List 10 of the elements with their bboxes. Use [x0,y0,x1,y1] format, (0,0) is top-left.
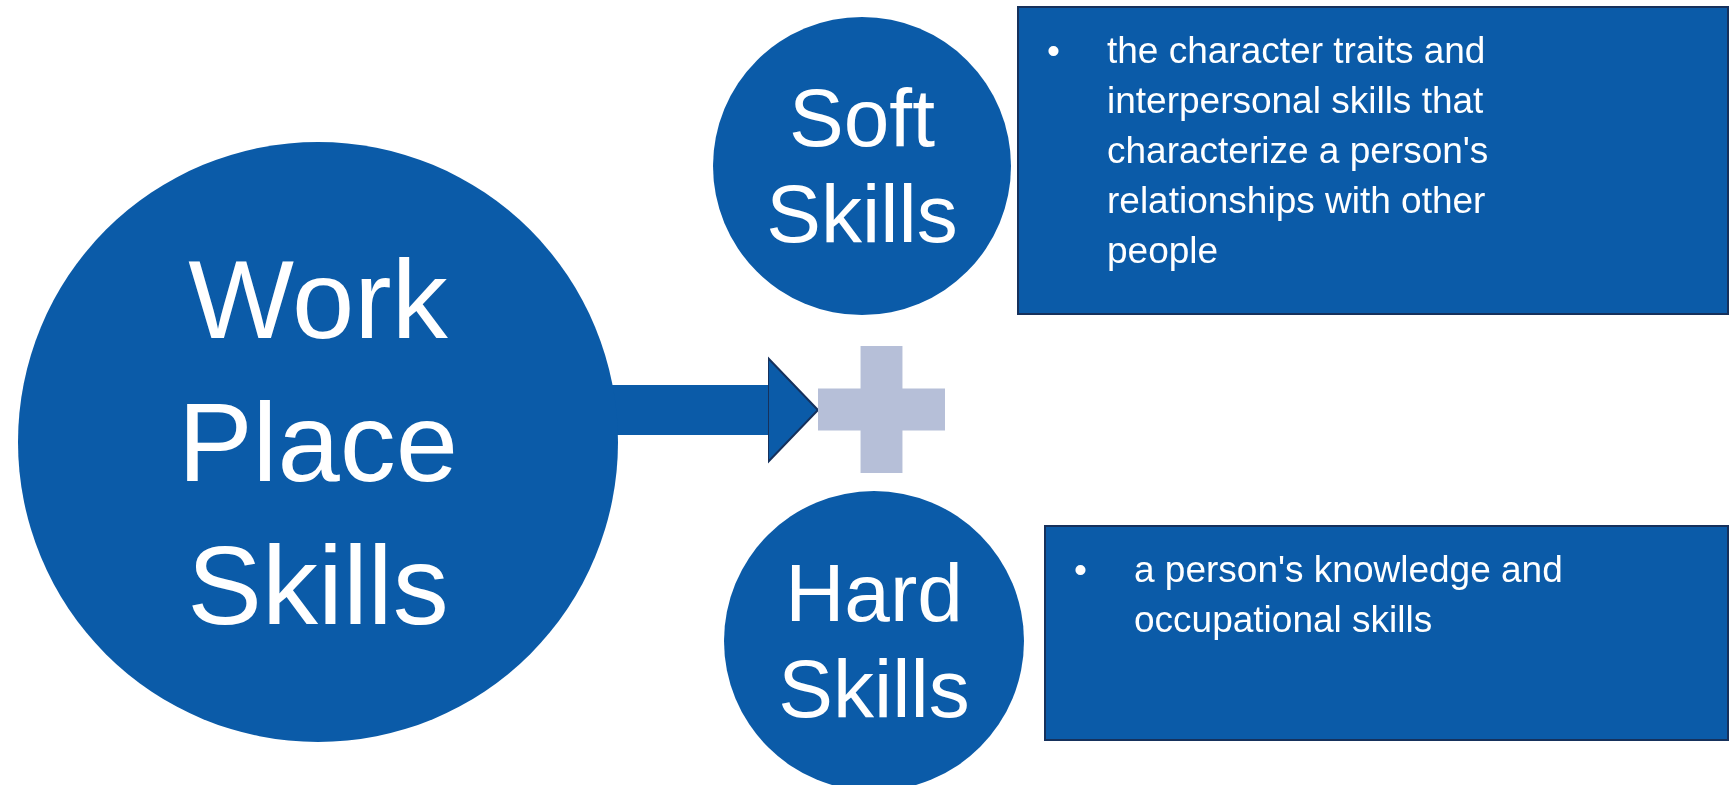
description-box [1017,6,1729,315]
bullet-text: the character traits and interpersonal skills that characterize a person's relationships with other people [1107,29,1490,273]
bullet: • [1047,29,1061,73]
bullet-text: a person's knowledge and occupational skills [1134,548,1564,642]
bullet: • [1074,548,1088,592]
description-box [1044,525,1729,741]
circle-label: Work Place Skills [176,235,460,650]
circle-label: Soft Skills [765,71,959,261]
circle-label: Hard Skills [777,546,971,736]
plus-sign [818,346,945,473]
